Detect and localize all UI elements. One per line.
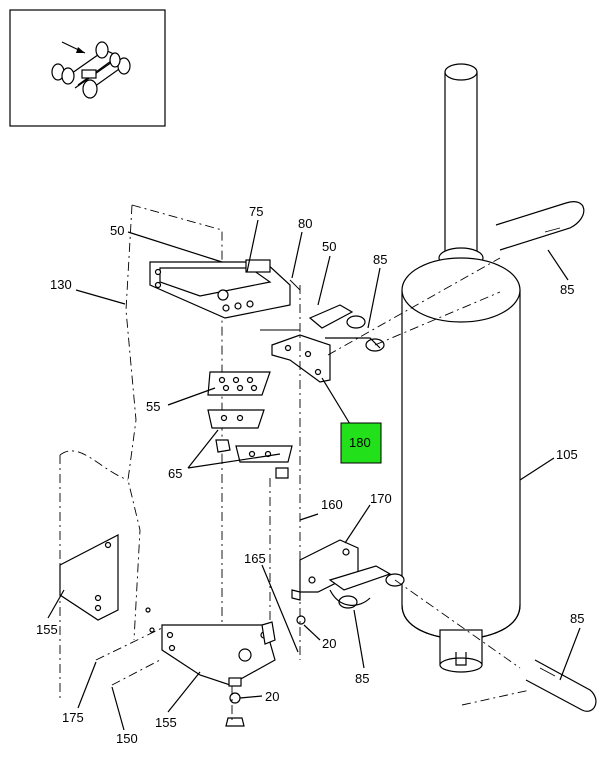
- callout-180: 180: [349, 435, 371, 450]
- locator-inset: [9, 9, 166, 127]
- callout-155-left: 155: [36, 622, 58, 637]
- callout-65: 65: [168, 466, 182, 481]
- callout-55: 55: [146, 399, 160, 414]
- callout-180-highlight: [340, 422, 382, 464]
- upper-bracket: [149, 259, 291, 319]
- callout-75: 75: [249, 204, 263, 219]
- callout-80: 80: [298, 216, 312, 231]
- u-bolt-lower: [525, 659, 597, 712]
- callout-20-bottom: 20: [265, 689, 279, 704]
- callout-155-bottom: 155: [155, 715, 177, 730]
- callout-85-ubolt-top: 85: [560, 282, 574, 297]
- callout-50-left: 50: [110, 223, 124, 238]
- callout-150: 150: [116, 731, 138, 746]
- callout-50-right: 50: [322, 239, 336, 254]
- callout-20-right: 20: [322, 636, 336, 651]
- callout-labels: 50 75 80 50 85 85 130 55 180 65 105 160 …: [36, 204, 584, 746]
- callout-160: 160: [321, 497, 343, 512]
- spacer-plates: [207, 371, 293, 479]
- callout-85-top: 85: [373, 252, 387, 267]
- leader-lines: [47, 219, 581, 731]
- lower-brackets: [59, 534, 306, 727]
- lower-hanger: [291, 539, 405, 609]
- muffler: [401, 63, 521, 673]
- callout-85-right: 85: [570, 611, 584, 626]
- centerlines: [95, 257, 531, 722]
- hanger-bracket-180: [271, 304, 385, 383]
- callout-105: 105: [556, 447, 578, 462]
- callout-175: 175: [62, 710, 84, 725]
- callout-165: 165: [244, 551, 266, 566]
- callout-170: 170: [370, 491, 392, 506]
- callout-85-bottom: 85: [355, 671, 369, 686]
- u-bolt-upper: [495, 201, 585, 251]
- callout-130: 130: [50, 277, 72, 292]
